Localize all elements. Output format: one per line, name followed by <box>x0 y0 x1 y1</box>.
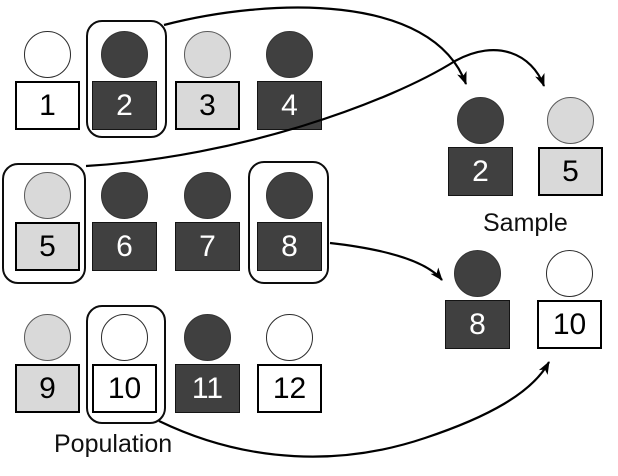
person-number: 1 <box>39 88 56 122</box>
person-3: 3 <box>175 31 240 130</box>
person-number: 8 <box>281 229 298 263</box>
person-number: 5 <box>562 154 579 188</box>
person-head-circle <box>101 314 148 361</box>
person-head-circle <box>184 172 231 219</box>
person-body-box: 10 <box>92 364 157 413</box>
sample-label: Sample <box>483 209 568 237</box>
person-number: 10 <box>107 371 142 405</box>
person-head-circle <box>266 31 313 78</box>
person-head-circle <box>547 97 594 144</box>
person-body-box: 1 <box>15 81 80 130</box>
person-head-circle <box>184 31 231 78</box>
person-8: 8 <box>257 172 322 271</box>
person-number: 12 <box>272 371 307 405</box>
person-head-circle <box>546 250 593 297</box>
selection-outline-5 <box>2 163 86 284</box>
person-11: 11 <box>175 314 240 413</box>
person-9: 9 <box>15 314 80 413</box>
person-head-circle <box>24 314 71 361</box>
person-body-box: 12 <box>257 364 322 413</box>
population-label: Population <box>54 430 173 458</box>
person-5: 5 <box>15 172 80 271</box>
sample-person-2: 2 <box>448 97 513 196</box>
person-head-circle <box>101 172 148 219</box>
person-body-box: 2 <box>92 81 157 130</box>
sample-person-8: 8 <box>445 250 510 349</box>
person-number: 5 <box>39 229 56 263</box>
person-body-box: 2 <box>448 147 513 196</box>
person-number: 2 <box>116 88 133 122</box>
person-2: 2 <box>92 31 157 130</box>
person-7: 7 <box>175 172 240 271</box>
person-6: 6 <box>92 172 157 271</box>
person-number: 4 <box>281 88 298 122</box>
person-head-circle <box>24 31 71 78</box>
person-head-circle <box>184 314 231 361</box>
person-body-box: 5 <box>538 147 603 196</box>
person-12: 12 <box>257 314 322 413</box>
person-number: 11 <box>191 371 224 405</box>
person-body-box: 3 <box>175 81 240 130</box>
person-number: 2 <box>472 154 489 188</box>
person-head-circle <box>101 31 148 78</box>
person-10: 10 <box>92 314 157 413</box>
sample-person-10: 10 <box>537 250 602 349</box>
person-body-box: 7 <box>175 222 240 271</box>
sample-person-5: 5 <box>538 97 603 196</box>
person-number: 3 <box>199 88 216 122</box>
person-number: 7 <box>199 229 216 263</box>
person-head-circle <box>266 172 313 219</box>
person-head-circle <box>457 97 504 144</box>
person-body-box: 5 <box>15 222 80 271</box>
person-body-box: 11 <box>175 364 240 413</box>
person-head-circle <box>266 314 313 361</box>
arrow-8-to-sample <box>329 241 443 281</box>
person-head-circle <box>24 172 71 219</box>
person-body-box: 6 <box>92 222 157 271</box>
person-number: 6 <box>116 229 133 263</box>
person-body-box: 8 <box>445 300 510 349</box>
person-head-circle <box>454 250 501 297</box>
person-body-box: 9 <box>15 364 80 413</box>
person-body-box: 8 <box>257 222 322 271</box>
person-body-box: 10 <box>537 300 602 349</box>
person-1: 1 <box>15 31 80 130</box>
person-number: 8 <box>469 307 486 341</box>
person-number: 10 <box>552 307 587 341</box>
person-4: 4 <box>257 31 322 130</box>
person-body-box: 4 <box>257 81 322 130</box>
person-number: 9 <box>39 371 56 405</box>
